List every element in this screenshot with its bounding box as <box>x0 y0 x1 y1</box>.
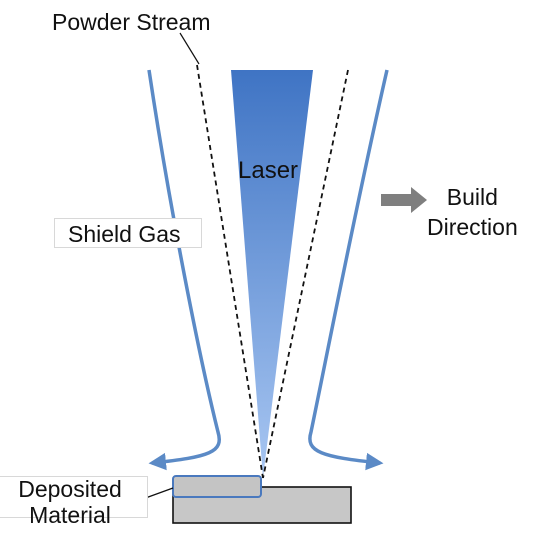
deposited-material-label: Deposited Material <box>0 476 148 528</box>
build-direction-arrow <box>381 187 427 213</box>
deposited-material-label-line1: Deposited <box>18 476 122 502</box>
powder-stream-line-right <box>262 69 349 479</box>
powder-stream-label: Powder Stream <box>52 9 211 35</box>
shield-gas-label: Shield Gas <box>54 218 202 248</box>
build-direction-label: Build Direction <box>427 182 518 242</box>
build-direction-label-line1: Build <box>446 184 498 210</box>
deposited-material-label-line2: Material <box>29 502 111 528</box>
shield-gas-line-left <box>147 69 221 471</box>
laser-label: Laser <box>238 157 299 184</box>
deposited-material <box>172 475 262 498</box>
shield-gas-line-right <box>308 69 389 471</box>
laser-beam <box>231 70 313 478</box>
powder-stream-leader <box>179 32 200 65</box>
powder-stream-line-left <box>196 64 264 479</box>
build-direction-label-line2: Direction <box>427 214 518 240</box>
